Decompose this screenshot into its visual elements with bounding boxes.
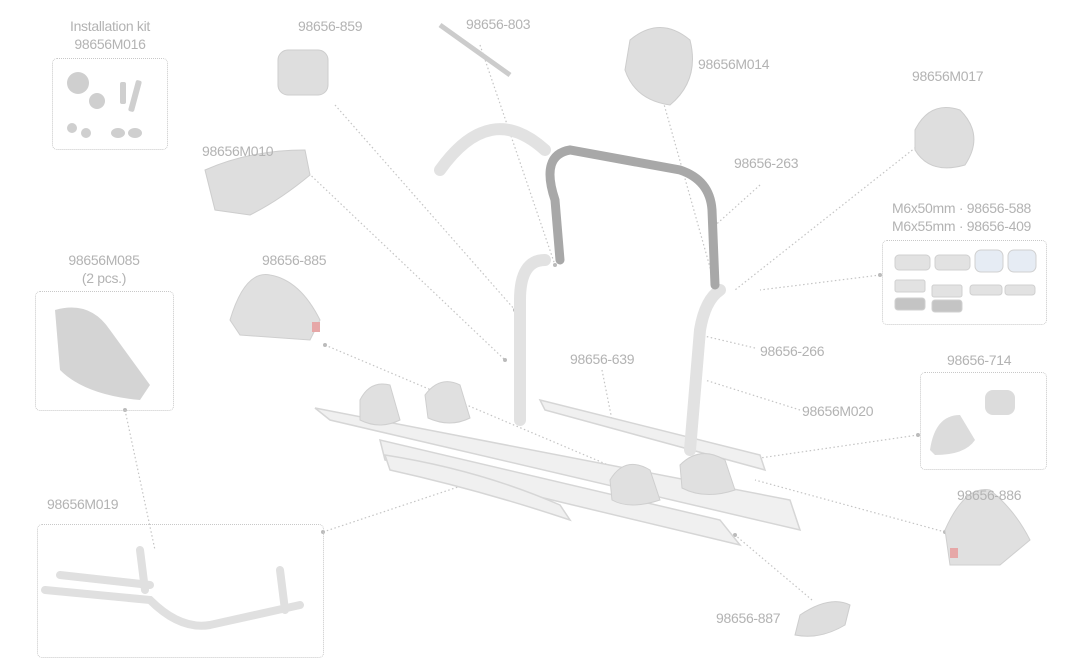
label-98656M014: 98656M014 <box>698 56 770 72</box>
label-98656M020: 98656M020 <box>802 403 874 419</box>
base-rails <box>314 398 802 547</box>
label-98656M010: 98656M010 <box>202 143 274 159</box>
label-98656M085-qty: (2 pcs.) <box>81 270 127 286</box>
label-98656-859: 98656-859 <box>298 18 363 34</box>
caps-714-shape <box>930 390 1015 455</box>
label-98656-714: 98656-714 <box>947 352 1012 368</box>
cover-m085-shape <box>55 307 150 400</box>
loose-parts <box>204 22 975 637</box>
screw-kit-icons <box>894 249 1037 313</box>
frame-263 <box>545 145 720 290</box>
cover-m085-box <box>35 291 174 411</box>
installation-kit-title: Installation kit <box>69 18 151 34</box>
pad-859-shape <box>277 49 329 96</box>
screws-box <box>882 240 1047 325</box>
label-98656-263: 98656-263 <box>734 155 799 171</box>
wheel-holders <box>229 274 1031 566</box>
label-98656-886: 98656-886 <box>957 487 1022 503</box>
caps-714-box <box>920 372 1047 470</box>
red-reflectors <box>312 322 958 558</box>
label-screws-588: M6x50mm · 98656-588 <box>892 200 1032 216</box>
kit-icons <box>67 72 142 138</box>
label-screws-409: M6x55mm · 98656-409 <box>892 218 1032 234</box>
label-98656-803: 98656-803 <box>466 16 531 32</box>
label-98656-887: 98656-887 <box>716 610 781 626</box>
label-98656-266: 98656-266 <box>760 343 825 359</box>
installation-kit-box <box>52 58 168 150</box>
label-98656M017: 98656M017 <box>912 68 984 84</box>
leader-lines <box>124 44 946 601</box>
base-m019-shape <box>41 546 304 630</box>
label-98656-885: 98656-885 <box>262 252 327 268</box>
installation-kit-code: 98656M016 <box>74 36 146 52</box>
label-98656M085: 98656M085 <box>68 252 140 268</box>
label-98656-639: 98656-639 <box>570 351 635 367</box>
main-frame <box>434 123 726 456</box>
label-98656M019: 98656M019 <box>47 496 119 512</box>
base-m019-box <box>37 524 324 658</box>
